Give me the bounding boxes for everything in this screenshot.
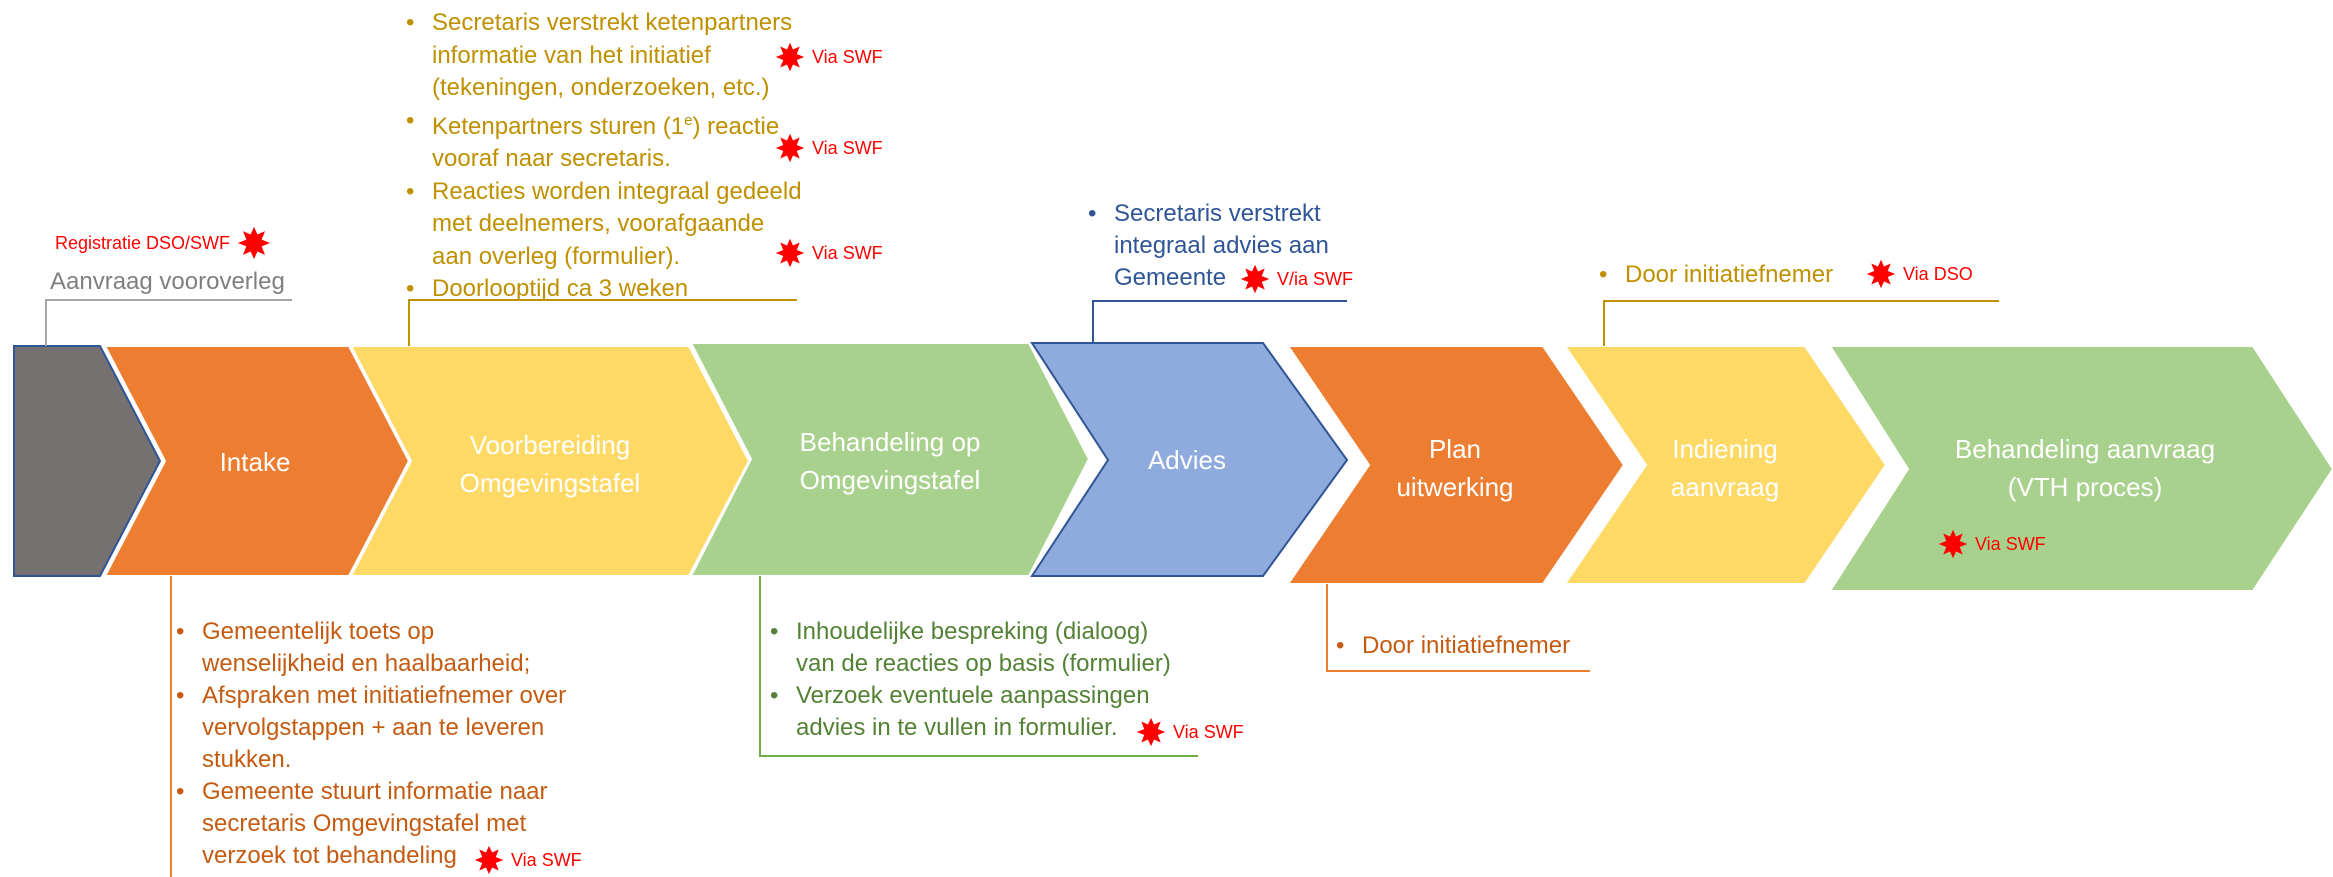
voorbereiding-notes: Secretaris verstrekt ketenpartners infor… xyxy=(400,7,820,306)
intake-swf: Via SWF xyxy=(474,845,582,875)
indiening-label-line1: Indiening xyxy=(1672,434,1778,464)
behandeling-swf: Via SWF xyxy=(1136,717,1244,747)
vth-chevron xyxy=(1828,345,2333,592)
intake-notes: Gemeentelijk toets op wenselijkheid en h… xyxy=(170,616,600,872)
behandeling-notes: Inhoudelijke bespreking (dialoog) van de… xyxy=(764,616,1224,744)
red-star-icon xyxy=(1240,264,1270,294)
registratie-tag: Registratie DSO/SWF xyxy=(55,226,271,260)
intake-bullet-2: Afspraken met initiatiefnemer over vervo… xyxy=(170,680,600,776)
voorbereiding-swf-2: Via SWF xyxy=(775,133,883,163)
behandeling-label-line2: Omgevingstafel xyxy=(799,465,981,495)
plan-label-line1: Plan xyxy=(1428,434,1482,464)
plan-label-line2: uitwerking xyxy=(1396,472,1514,502)
intake-bullet-1: Gemeentelijk toets op wenselijkheid en h… xyxy=(170,616,600,680)
advies-chevron xyxy=(1030,342,1349,577)
vth-label-line1: Behandeling aanvraag xyxy=(1954,434,2216,464)
red-star-icon xyxy=(1938,529,1968,559)
voorbereiding-callout-line xyxy=(408,299,797,346)
behandeling-bullet-1: Inhoudelijke bespreking (dialoog) van de… xyxy=(764,616,1224,680)
advies-callout-line xyxy=(1092,300,1347,343)
vth-label: Behandeling aanvraag (VTH proces) xyxy=(1915,430,2255,506)
aanvraag-vooroverleg-chevron xyxy=(13,345,162,577)
plan-uitwerking-label: Plan uitwerking xyxy=(1370,430,1540,506)
indiening-label-line2: aanvraag xyxy=(1670,472,1780,502)
behandeling-label: Behandeling op Omgevingstafel xyxy=(760,423,1020,499)
red-star-icon xyxy=(775,133,805,163)
indiening-aanvraag-chevron xyxy=(1563,345,1888,585)
voorbereiding-bullet-4: Doorlooptijd ca 3 weken xyxy=(400,273,820,306)
voorbereiding-swf-1: Via SWF xyxy=(775,42,883,72)
voorbereiding-label-line2: Omgevingstafel xyxy=(459,468,641,498)
voorbereiding-bullet-3: Reacties worden integraal gedeeld met de… xyxy=(400,176,820,274)
advies-swf: V/ia SWF xyxy=(1240,264,1353,294)
indiening-callout-line xyxy=(1603,300,1999,346)
indiening-dso: Via DSO xyxy=(1866,259,1973,289)
indiening-notes: Door initiatiefnemer xyxy=(1593,259,1893,292)
indiening-aanvraag-label: Indiening aanvraag xyxy=(1640,430,1810,506)
voorbereiding-bullet-2: Ketenpartners sturen (1e) reactie vooraf… xyxy=(400,105,820,176)
plan-callout-line xyxy=(1326,584,1590,672)
behandeling-label-line1: Behandeling op xyxy=(799,427,981,457)
voorbereiding-swf-3: Via SWF xyxy=(775,238,883,268)
gray-callout-line xyxy=(45,299,292,346)
red-star-icon xyxy=(1136,717,1166,747)
plan-bullet-1: Door initiatiefnemer xyxy=(1330,630,1630,662)
plan-notes: Door initiatiefnemer xyxy=(1330,630,1630,662)
intake-chevron xyxy=(103,345,411,577)
intake-bullet-3: Gemeente stuurt informatie naar secretar… xyxy=(170,776,600,872)
voorbereiding-bullet-1: Secretaris verstrekt ketenpartners infor… xyxy=(400,7,820,105)
red-star-icon xyxy=(474,845,504,875)
intake-label: Intake xyxy=(219,447,291,477)
registratie-text: Registratie DSO/SWF xyxy=(55,232,231,253)
red-star-icon xyxy=(1866,259,1896,289)
voorbereiding-label: Voorbereiding Omgevingstafel xyxy=(420,426,680,502)
voorbereiding-label-line1: Voorbereiding xyxy=(469,430,631,460)
behandeling-bullet-2: Verzoek eventuele aanpassingen advies in… xyxy=(764,680,1224,744)
behandeling-chevron xyxy=(689,342,1091,577)
voorbereiding-chevron xyxy=(349,345,751,577)
advies-label: Advies xyxy=(1147,445,1227,475)
red-star-icon xyxy=(775,42,805,72)
plan-uitwerking-chevron xyxy=(1286,345,1626,585)
red-star-icon xyxy=(237,226,271,260)
advies-notes: Secretaris verstrekt integraal advies aa… xyxy=(1082,198,1382,294)
red-star-icon xyxy=(775,238,805,268)
vth-swf: Via SWF xyxy=(1938,529,2046,559)
aanvraag-vooroverleg-text: Aanvraag vooroverleg xyxy=(50,268,285,295)
indiening-bullet-1: Door initiatiefnemer xyxy=(1593,259,1893,292)
advies-bullet-1: Secretaris verstrekt integraal advies aa… xyxy=(1082,198,1382,294)
behandeling-callout-line xyxy=(759,576,1198,757)
vth-label-line2: (VTH proces) xyxy=(2007,472,2163,502)
